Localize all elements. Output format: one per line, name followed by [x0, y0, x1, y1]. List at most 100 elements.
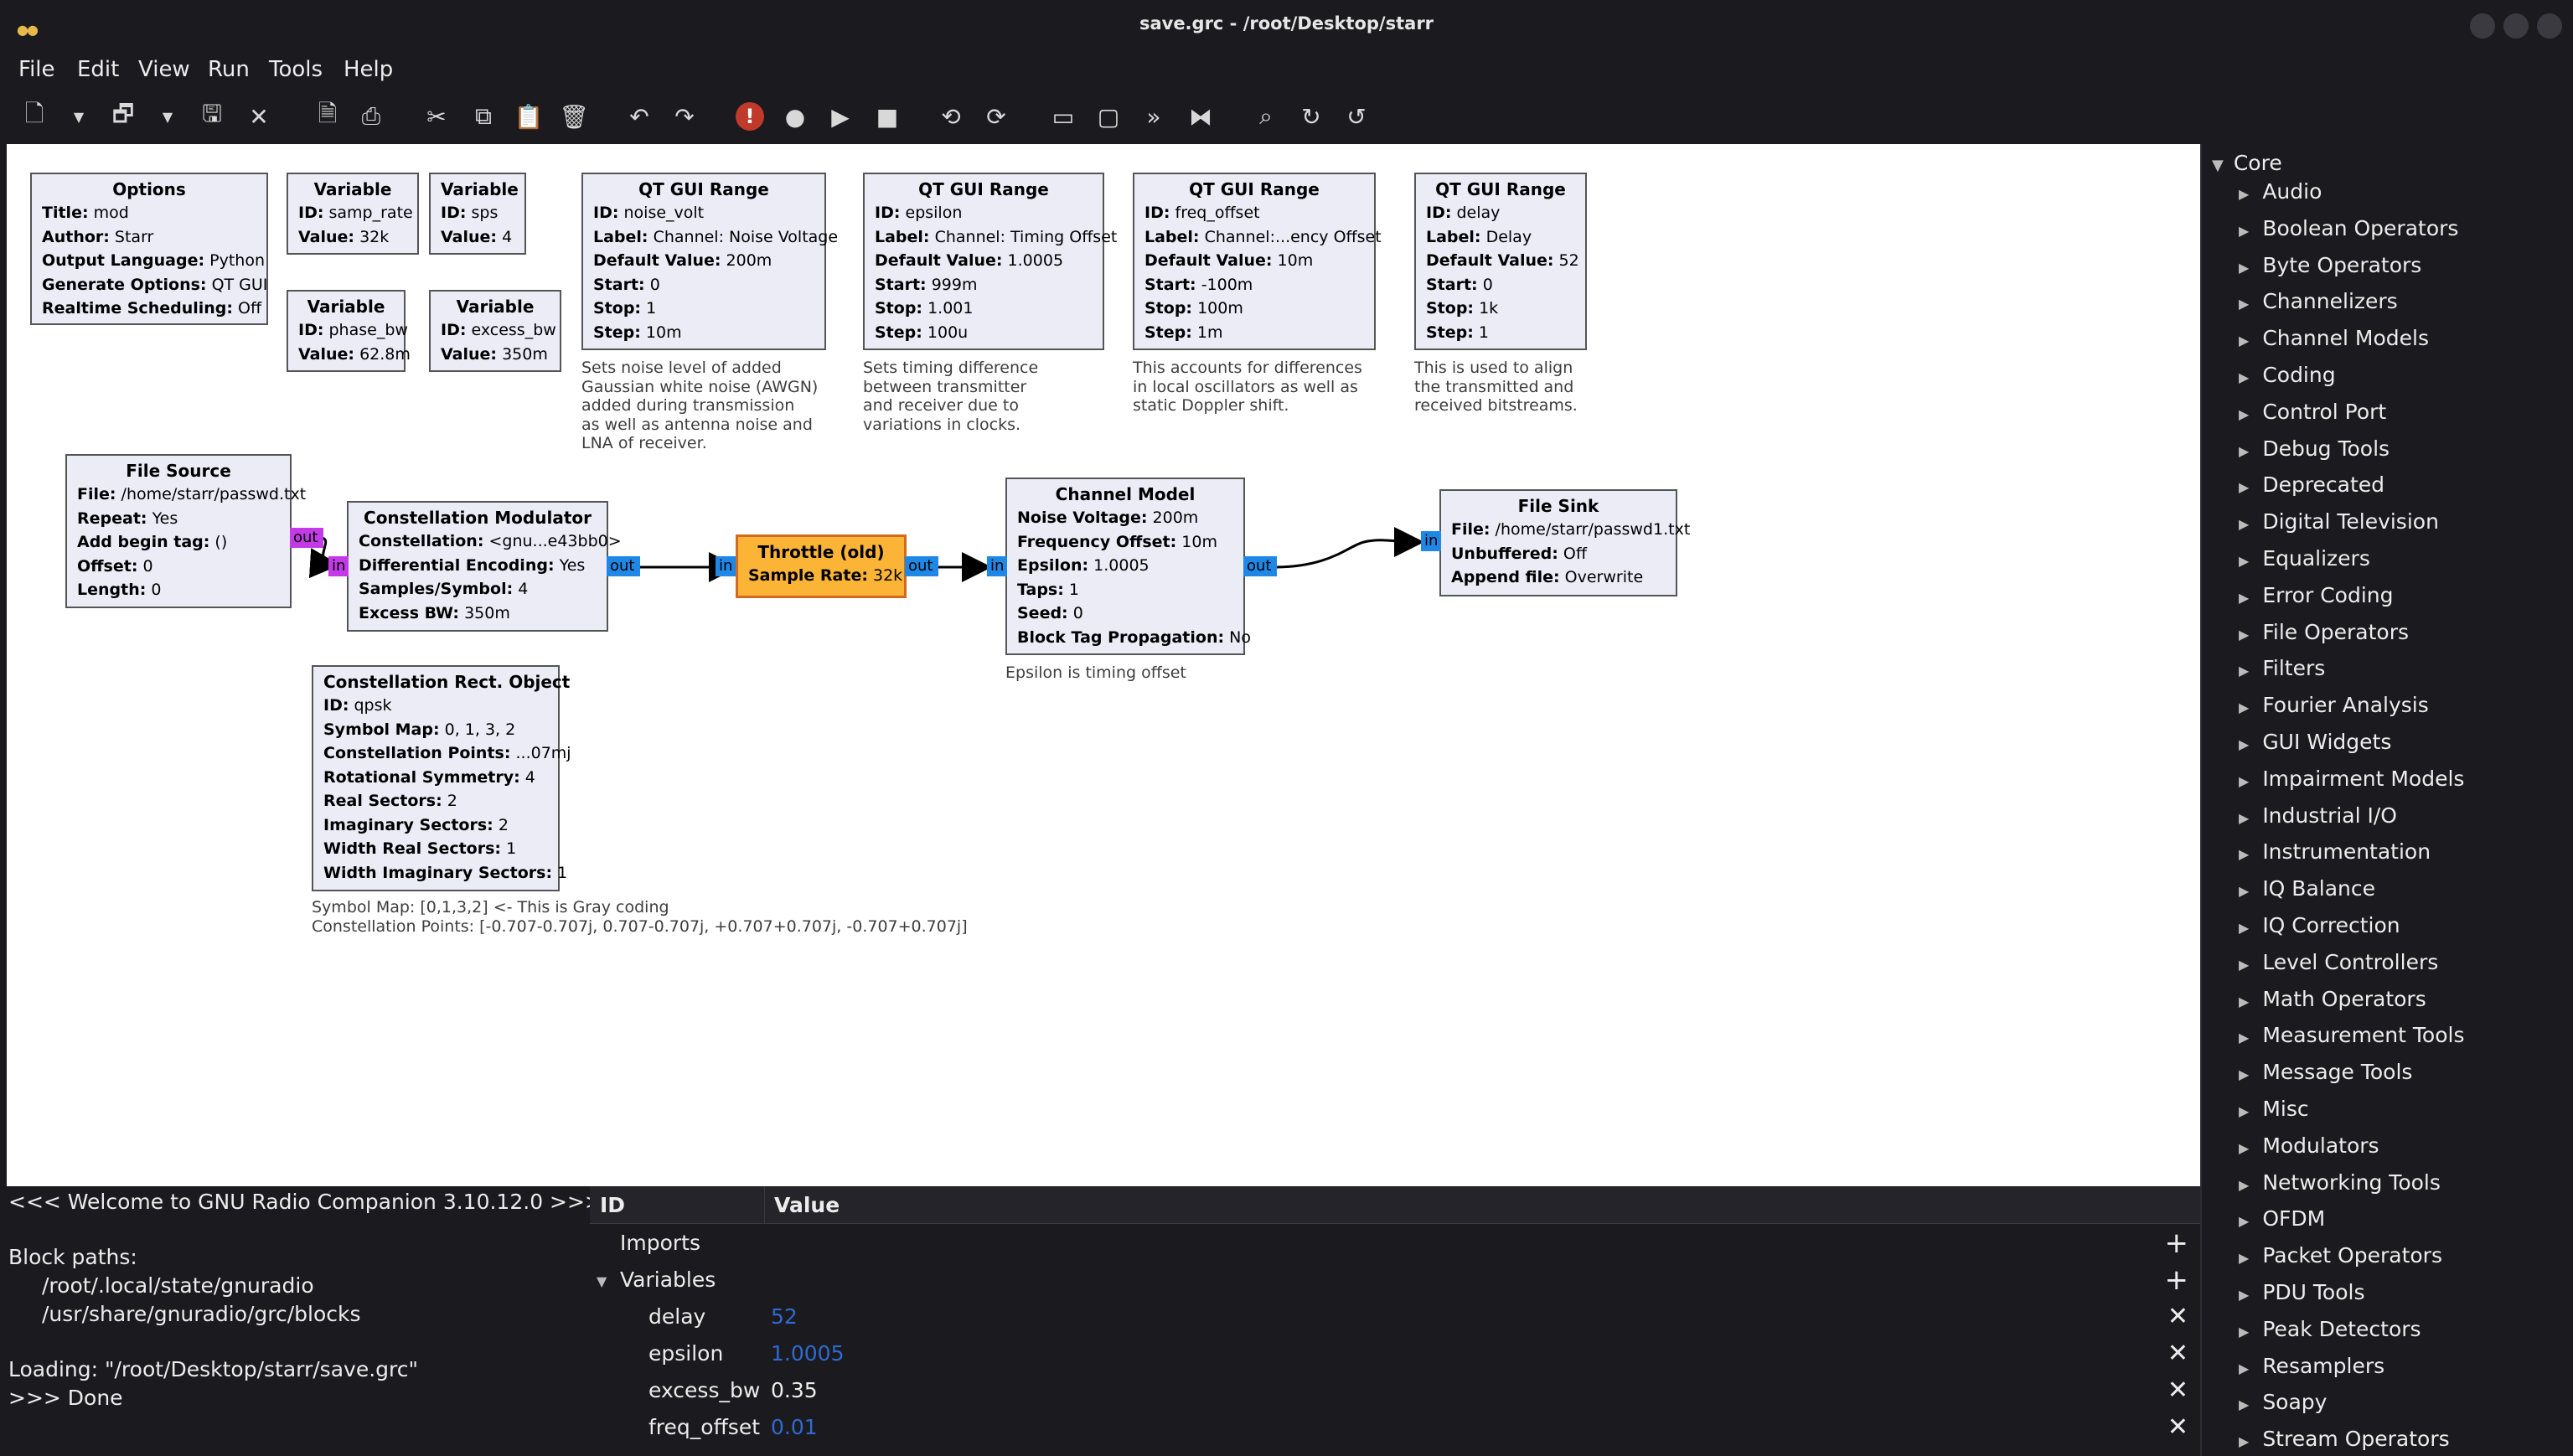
expand-core-icon[interactable]: ▼: [2212, 157, 2224, 174]
open-icon[interactable]: 🗗: [111, 100, 135, 127]
expand-category-icon[interactable]: ▶: [2239, 1066, 2250, 1083]
expand-category-icon[interactable]: ▶: [2239, 1176, 2250, 1193]
copy-icon[interactable]: ⧉: [475, 102, 492, 130]
constellation-rect-object-block[interactable]: Constellation Rect. Object ID: qpsk Symb…: [312, 665, 571, 891]
menu-help[interactable]: Help: [344, 57, 394, 82]
execute-icon[interactable]: ▶: [831, 102, 850, 131]
expand-category-icon[interactable]: ▶: [2239, 186, 2250, 202]
cut-icon[interactable]: ✂: [426, 102, 447, 131]
file-source-out-port[interactable]: out: [290, 528, 323, 548]
add-variable-icon[interactable]: +: [2164, 1263, 2189, 1297]
variable-sps-block[interactable]: Variable ID: sps Value: 4: [429, 173, 526, 255]
tree-category-item[interactable]: ▶Equalizers: [2239, 546, 2370, 571]
expand-category-icon[interactable]: ▶: [2239, 1139, 2250, 1156]
new-dropdown-icon[interactable]: ▼: [73, 108, 85, 125]
close-icon[interactable]: ✕: [249, 102, 269, 131]
tree-category-item[interactable]: ▶Deprecated: [2239, 472, 2384, 497]
tree-category-item[interactable]: ▶Channel Models: [2239, 326, 2429, 350]
errors-icon[interactable]: !: [731, 97, 769, 136]
qt-gui-range-freq-offset-block[interactable]: QT GUI Range ID: freq_offset Label: Chan…: [1133, 173, 1382, 350]
tree-category-item[interactable]: ▶Networking Tools: [2239, 1170, 2441, 1195]
variable-value[interactable]: 0.35: [771, 1378, 818, 1402]
variable-row[interactable]: freq_offset 0.01 ✕: [590, 1409, 2200, 1446]
expand-category-icon[interactable]: ▶: [2239, 1397, 2250, 1413]
expand-category-icon[interactable]: ▶: [2239, 479, 2250, 496]
tree-category-item[interactable]: ▶Control Port: [2239, 400, 2386, 424]
tree-category-item[interactable]: ▶Soapy: [2239, 1390, 2327, 1414]
minimize-button[interactable]: [2470, 13, 2495, 39]
column-header-value[interactable]: Value: [774, 1193, 840, 1217]
constellation-modulator-in-port[interactable]: in: [328, 556, 349, 576]
reload-alt-icon[interactable]: ↺: [1346, 102, 1367, 131]
menu-run[interactable]: Run: [208, 57, 250, 82]
undo-icon[interactable]: ↶: [629, 102, 649, 131]
expand-variables-icon[interactable]: ▼: [597, 1273, 607, 1289]
expand-category-icon[interactable]: ▶: [2239, 1360, 2250, 1376]
qt-gui-range-noise-block[interactable]: QT GUI Range ID: noise_volt Label: Chann…: [581, 173, 838, 350]
variable-row[interactable]: epsilon 1.0005 ✕: [590, 1335, 2200, 1372]
bypass-icon[interactable]: »: [1146, 102, 1161, 131]
remove-variable-icon[interactable]: ✕: [2167, 1302, 2188, 1331]
tree-category-item[interactable]: ▶IQ Correction: [2239, 913, 2400, 937]
expand-category-icon[interactable]: ▶: [2239, 589, 2250, 606]
expand-category-icon[interactable]: ▶: [2239, 1287, 2250, 1303]
variable-row[interactable]: excess_bw 0.35 ✕: [590, 1372, 2200, 1409]
variable-excess-bw-block[interactable]: Variable ID: excess_bw Value: 350m: [429, 290, 561, 372]
tree-category-item[interactable]: ▶Math Operators: [2239, 987, 2426, 1011]
expand-category-icon[interactable]: ▶: [2239, 1250, 2250, 1267]
toggle-enable-icon[interactable]: ▭: [1051, 102, 1075, 131]
variable-value[interactable]: 0.01: [771, 1415, 818, 1439]
expand-category-icon[interactable]: ▶: [2239, 553, 2250, 569]
tree-category-item[interactable]: ▶Measurement Tools: [2239, 1023, 2464, 1047]
save-icon[interactable]: 🖫: [202, 100, 222, 127]
channel-model-in-port[interactable]: in: [987, 556, 1007, 576]
file-sink-block[interactable]: File Sink File: /home/starr/passwd1.txt …: [1439, 489, 1690, 596]
expand-category-icon[interactable]: ▶: [2239, 1213, 2250, 1230]
expand-category-icon[interactable]: ▶: [2239, 1433, 2250, 1450]
menu-edit[interactable]: Edit: [77, 57, 120, 82]
constellation-modulator-block[interactable]: Constellation Modulator Constellation: <…: [347, 501, 622, 632]
close-window-button[interactable]: [2537, 13, 2562, 39]
tree-category-item[interactable]: ▶Industrial I/O: [2239, 803, 2397, 828]
variable-value[interactable]: 1.0005: [771, 1341, 845, 1366]
expand-category-icon[interactable]: ▶: [2239, 222, 2250, 239]
remove-variable-icon[interactable]: ✕: [2167, 1376, 2188, 1405]
constellation-modulator-out-port[interactable]: out: [607, 556, 640, 576]
expand-category-icon[interactable]: ▶: [2239, 369, 2250, 385]
tree-category-item[interactable]: ▶PDU Tools: [2239, 1280, 2364, 1304]
expand-category-icon[interactable]: ▶: [2239, 516, 2250, 533]
tree-category-item[interactable]: ▶Coding: [2239, 363, 2336, 387]
find-icon[interactable]: ⌕: [1259, 102, 1273, 130]
tree-category-item[interactable]: ▶OFDM: [2239, 1206, 2325, 1231]
remove-variable-icon[interactable]: ✕: [2167, 1412, 2188, 1442]
expand-category-icon[interactable]: ▶: [2239, 809, 2250, 826]
generate-report-icon[interactable]: 🗎: [318, 100, 338, 127]
expand-category-icon[interactable]: ▶: [2239, 700, 2250, 716]
expand-category-icon[interactable]: ▶: [2239, 259, 2250, 276]
maximize-button[interactable]: [2503, 13, 2529, 39]
remove-variable-icon[interactable]: ✕: [2167, 1339, 2188, 1368]
rotate-cw-icon[interactable]: ⟳: [986, 102, 1006, 131]
expand-category-icon[interactable]: ▶: [2239, 296, 2250, 312]
open-dropdown-icon[interactable]: ▼: [162, 108, 173, 125]
menu-file[interactable]: File: [18, 57, 55, 82]
expand-category-icon[interactable]: ▶: [2239, 1323, 2250, 1340]
kill-icon[interactable]: ■: [876, 102, 899, 131]
throttle-out-port[interactable]: out: [905, 556, 938, 576]
tree-category-item[interactable]: ▶Boolean Operators: [2239, 216, 2458, 240]
tree-category-item[interactable]: ▶Packet Operators: [2239, 1243, 2442, 1268]
reload-icon[interactable]: ↻: [1301, 102, 1321, 131]
expand-category-icon[interactable]: ▶: [2239, 993, 2250, 1009]
print-icon[interactable]: ⎙: [361, 102, 381, 130]
expand-category-icon[interactable]: ▶: [2239, 1030, 2250, 1046]
tree-category-item[interactable]: ▶Filters: [2239, 656, 2325, 680]
tree-category-item[interactable]: ▶File Operators: [2239, 620, 2409, 644]
menu-tools[interactable]: Tools: [269, 57, 323, 82]
add-import-icon[interactable]: +: [2164, 1226, 2189, 1260]
tree-category-item[interactable]: ▶Fourier Analysis: [2239, 693, 2429, 717]
expand-category-icon[interactable]: ▶: [2239, 956, 2250, 973]
flowgraph-canvas[interactable]: Options Title: mod Author: Starr Output …: [7, 144, 2200, 1186]
tree-category-item[interactable]: ▶Channelizers: [2239, 289, 2398, 313]
create-hier-icon[interactable]: ⧓: [1189, 102, 1212, 131]
tree-category-item[interactable]: ▶Audio: [2239, 179, 2322, 204]
